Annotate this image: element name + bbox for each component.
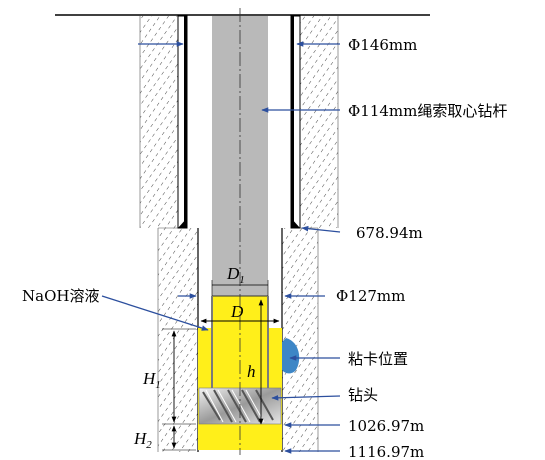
label-naoh: NaOH溶液 xyxy=(22,287,99,305)
label-depth-upper: 1026.97m xyxy=(348,417,424,435)
label-drill-rod: Φ114mm绳索取心钻杆 xyxy=(348,102,507,120)
symbol-d1: D1 xyxy=(226,264,245,286)
label-hole-dia: Φ127mm xyxy=(336,287,405,305)
casing-shoe-left xyxy=(178,218,187,228)
label-casing-od: Φ146mm xyxy=(348,36,417,54)
label-casing-shoe-depth: 678.94m xyxy=(356,224,423,242)
arrow-casing-shoe xyxy=(301,225,341,233)
symbol-h2: H2 xyxy=(133,429,152,451)
casing-right-inner xyxy=(291,16,294,228)
casing-left-inner xyxy=(184,16,187,228)
core-barrel-right-wall xyxy=(267,296,269,388)
formation-right-upper xyxy=(300,16,338,228)
casing-shoe-right xyxy=(291,218,300,228)
symbol-h-small: h xyxy=(247,362,256,381)
symbol-d: D xyxy=(230,302,244,321)
label-depth-lower: 1116.97m xyxy=(348,443,424,460)
arrow-drill-bit xyxy=(271,395,341,401)
core-barrel-left-wall xyxy=(211,296,213,388)
label-stuck-position: 粘卡位置 xyxy=(348,350,408,368)
label-drill-bit: 钻头 xyxy=(348,386,378,404)
formation-left-upper xyxy=(140,16,178,228)
symbol-h1: H1 xyxy=(142,369,161,391)
formation-left-lower xyxy=(158,228,198,452)
arrow-naoh xyxy=(101,295,209,331)
